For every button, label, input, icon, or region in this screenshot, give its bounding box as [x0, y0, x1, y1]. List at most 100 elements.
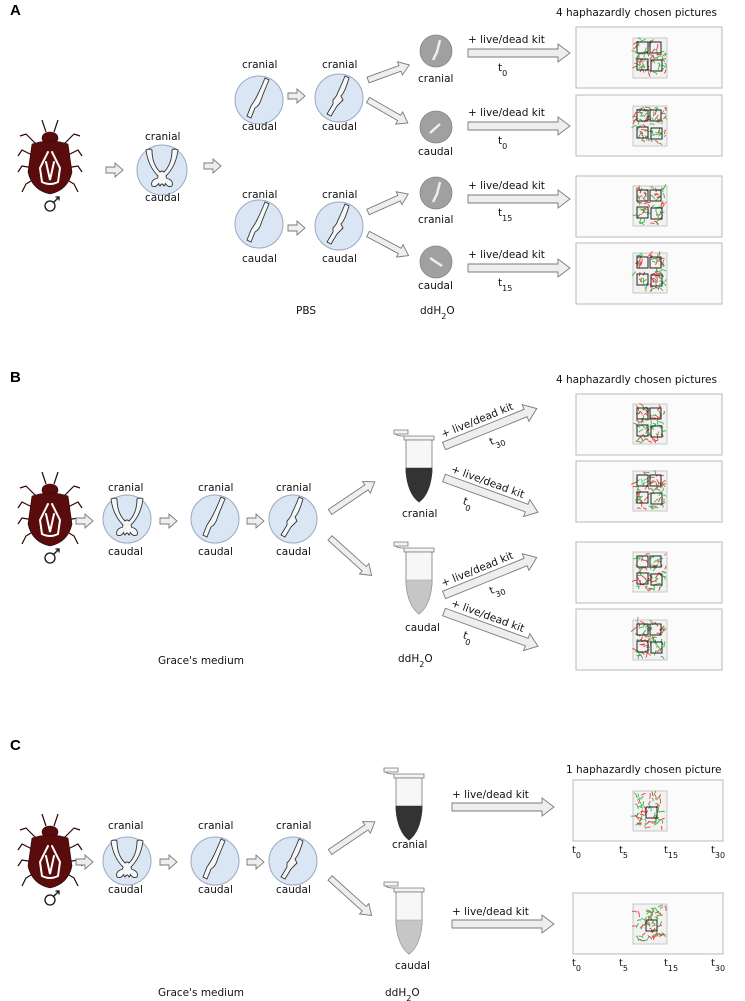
label-caudal: caudal	[145, 192, 180, 204]
selection-box	[636, 491, 649, 504]
label-caudal: caudal	[108, 884, 143, 896]
label-cranial: cranial	[402, 508, 437, 520]
panel-c-header: 1 haphazardly chosen picture	[566, 764, 722, 776]
micrograph	[631, 250, 668, 294]
micrograph	[631, 105, 668, 147]
label-caudal: caudal	[405, 622, 440, 634]
arrow-icon	[159, 513, 178, 529]
tube-icon	[383, 881, 425, 955]
label-water: ddH2O	[385, 987, 420, 1001]
label-caudal: caudal	[322, 121, 357, 133]
selection-box	[636, 555, 649, 568]
arrow-icon	[442, 607, 539, 652]
arrow-icon	[467, 43, 571, 63]
arrow-icon	[365, 230, 410, 258]
selection-box	[649, 41, 662, 54]
selection-box	[636, 126, 649, 139]
label-caudal: caudal	[322, 253, 357, 265]
tube-icon	[393, 541, 435, 615]
label-cranial: cranial	[108, 820, 143, 832]
label-medium: Grace's medium	[158, 655, 244, 667]
selection-box	[649, 555, 662, 568]
label-water: ddH2O	[398, 653, 433, 669]
label-time: t0	[460, 629, 474, 647]
label-kit: + live/dead kit	[452, 906, 529, 918]
micrograph	[630, 616, 668, 661]
selection-box	[636, 58, 649, 71]
micrograph	[630, 790, 668, 832]
label-caudal: caudal	[242, 121, 277, 133]
label-cranial: cranial	[242, 59, 277, 71]
timeline-label: t5	[619, 845, 628, 860]
selection-box	[649, 407, 662, 420]
selection-box	[649, 256, 662, 269]
timeline-label: t30	[711, 845, 725, 860]
panel-a: A 4 haphazardly chosen pictures cranial …	[10, 2, 723, 321]
label-time: t0	[498, 62, 507, 78]
label-cranial: cranial	[145, 131, 180, 143]
arrow-icon	[327, 481, 376, 516]
arrow-icon	[366, 191, 409, 216]
label-caudal: caudal	[242, 253, 277, 265]
selection-box	[636, 474, 649, 487]
arrow-icon	[327, 535, 373, 576]
arrow-icon	[246, 513, 265, 529]
panel-b-header: 4 haphazardly chosen pictures	[556, 374, 717, 386]
timeline-label: t30	[711, 958, 725, 973]
micrograph	[632, 183, 668, 227]
label-time: t0	[498, 135, 507, 151]
arrow-icon	[366, 61, 411, 84]
selection-box	[645, 919, 658, 932]
label-caudal: caudal	[276, 546, 311, 558]
label-kit: + live/dead kit	[468, 107, 545, 119]
arrow-icon	[105, 162, 124, 178]
arrow-icon	[75, 513, 94, 529]
selection-box	[636, 256, 649, 269]
selection-box	[636, 623, 649, 636]
label-cranial: cranial	[322, 59, 357, 71]
bug-icon	[17, 813, 83, 906]
arrow-icon	[327, 821, 376, 856]
micrograph	[632, 403, 668, 445]
label-caudal: caudal	[276, 884, 311, 896]
selection-box	[636, 572, 649, 585]
label-time: t15	[498, 207, 512, 223]
panel-b-letter: B	[10, 369, 21, 386]
arrow-icon	[365, 96, 409, 125]
label-caudal: caudal	[198, 546, 233, 558]
arrow-icon	[442, 473, 539, 518]
arrow-icon	[441, 404, 538, 451]
label-water: ddH2O	[420, 305, 455, 321]
label-time: t0	[460, 495, 474, 513]
selection-box	[649, 474, 662, 487]
timeline-label: t0	[572, 845, 581, 860]
label-cranial: cranial	[392, 839, 427, 851]
bug-icon	[17, 119, 83, 212]
panel-c-letter: C	[10, 737, 21, 754]
label-caudal: caudal	[198, 884, 233, 896]
selection-box	[636, 273, 649, 286]
tube-icon	[383, 767, 425, 841]
selection-box	[650, 59, 663, 72]
label-cranial: cranial	[418, 73, 453, 85]
label-caudal: caudal	[108, 546, 143, 558]
label-caudal: caudal	[418, 146, 453, 158]
selection-box	[650, 641, 663, 654]
arrow-icon	[467, 189, 571, 209]
bug-icon	[17, 471, 83, 564]
label-time: t30	[488, 432, 507, 452]
tube-icon	[393, 429, 435, 503]
selection-box	[650, 127, 663, 140]
timeline: t0 t5 t15 t30	[572, 958, 725, 973]
selection-box	[636, 41, 649, 54]
label-caudal: caudal	[395, 960, 430, 972]
label-medium: Grace's medium	[158, 987, 244, 999]
micrograph	[631, 551, 668, 593]
arrow-icon	[441, 553, 538, 600]
label-cranial: cranial	[108, 482, 143, 494]
label-cranial: cranial	[322, 189, 357, 201]
arrow-icon	[467, 258, 571, 278]
label-kit: + live/dead kit	[468, 249, 545, 261]
arrow-icon	[75, 854, 94, 870]
